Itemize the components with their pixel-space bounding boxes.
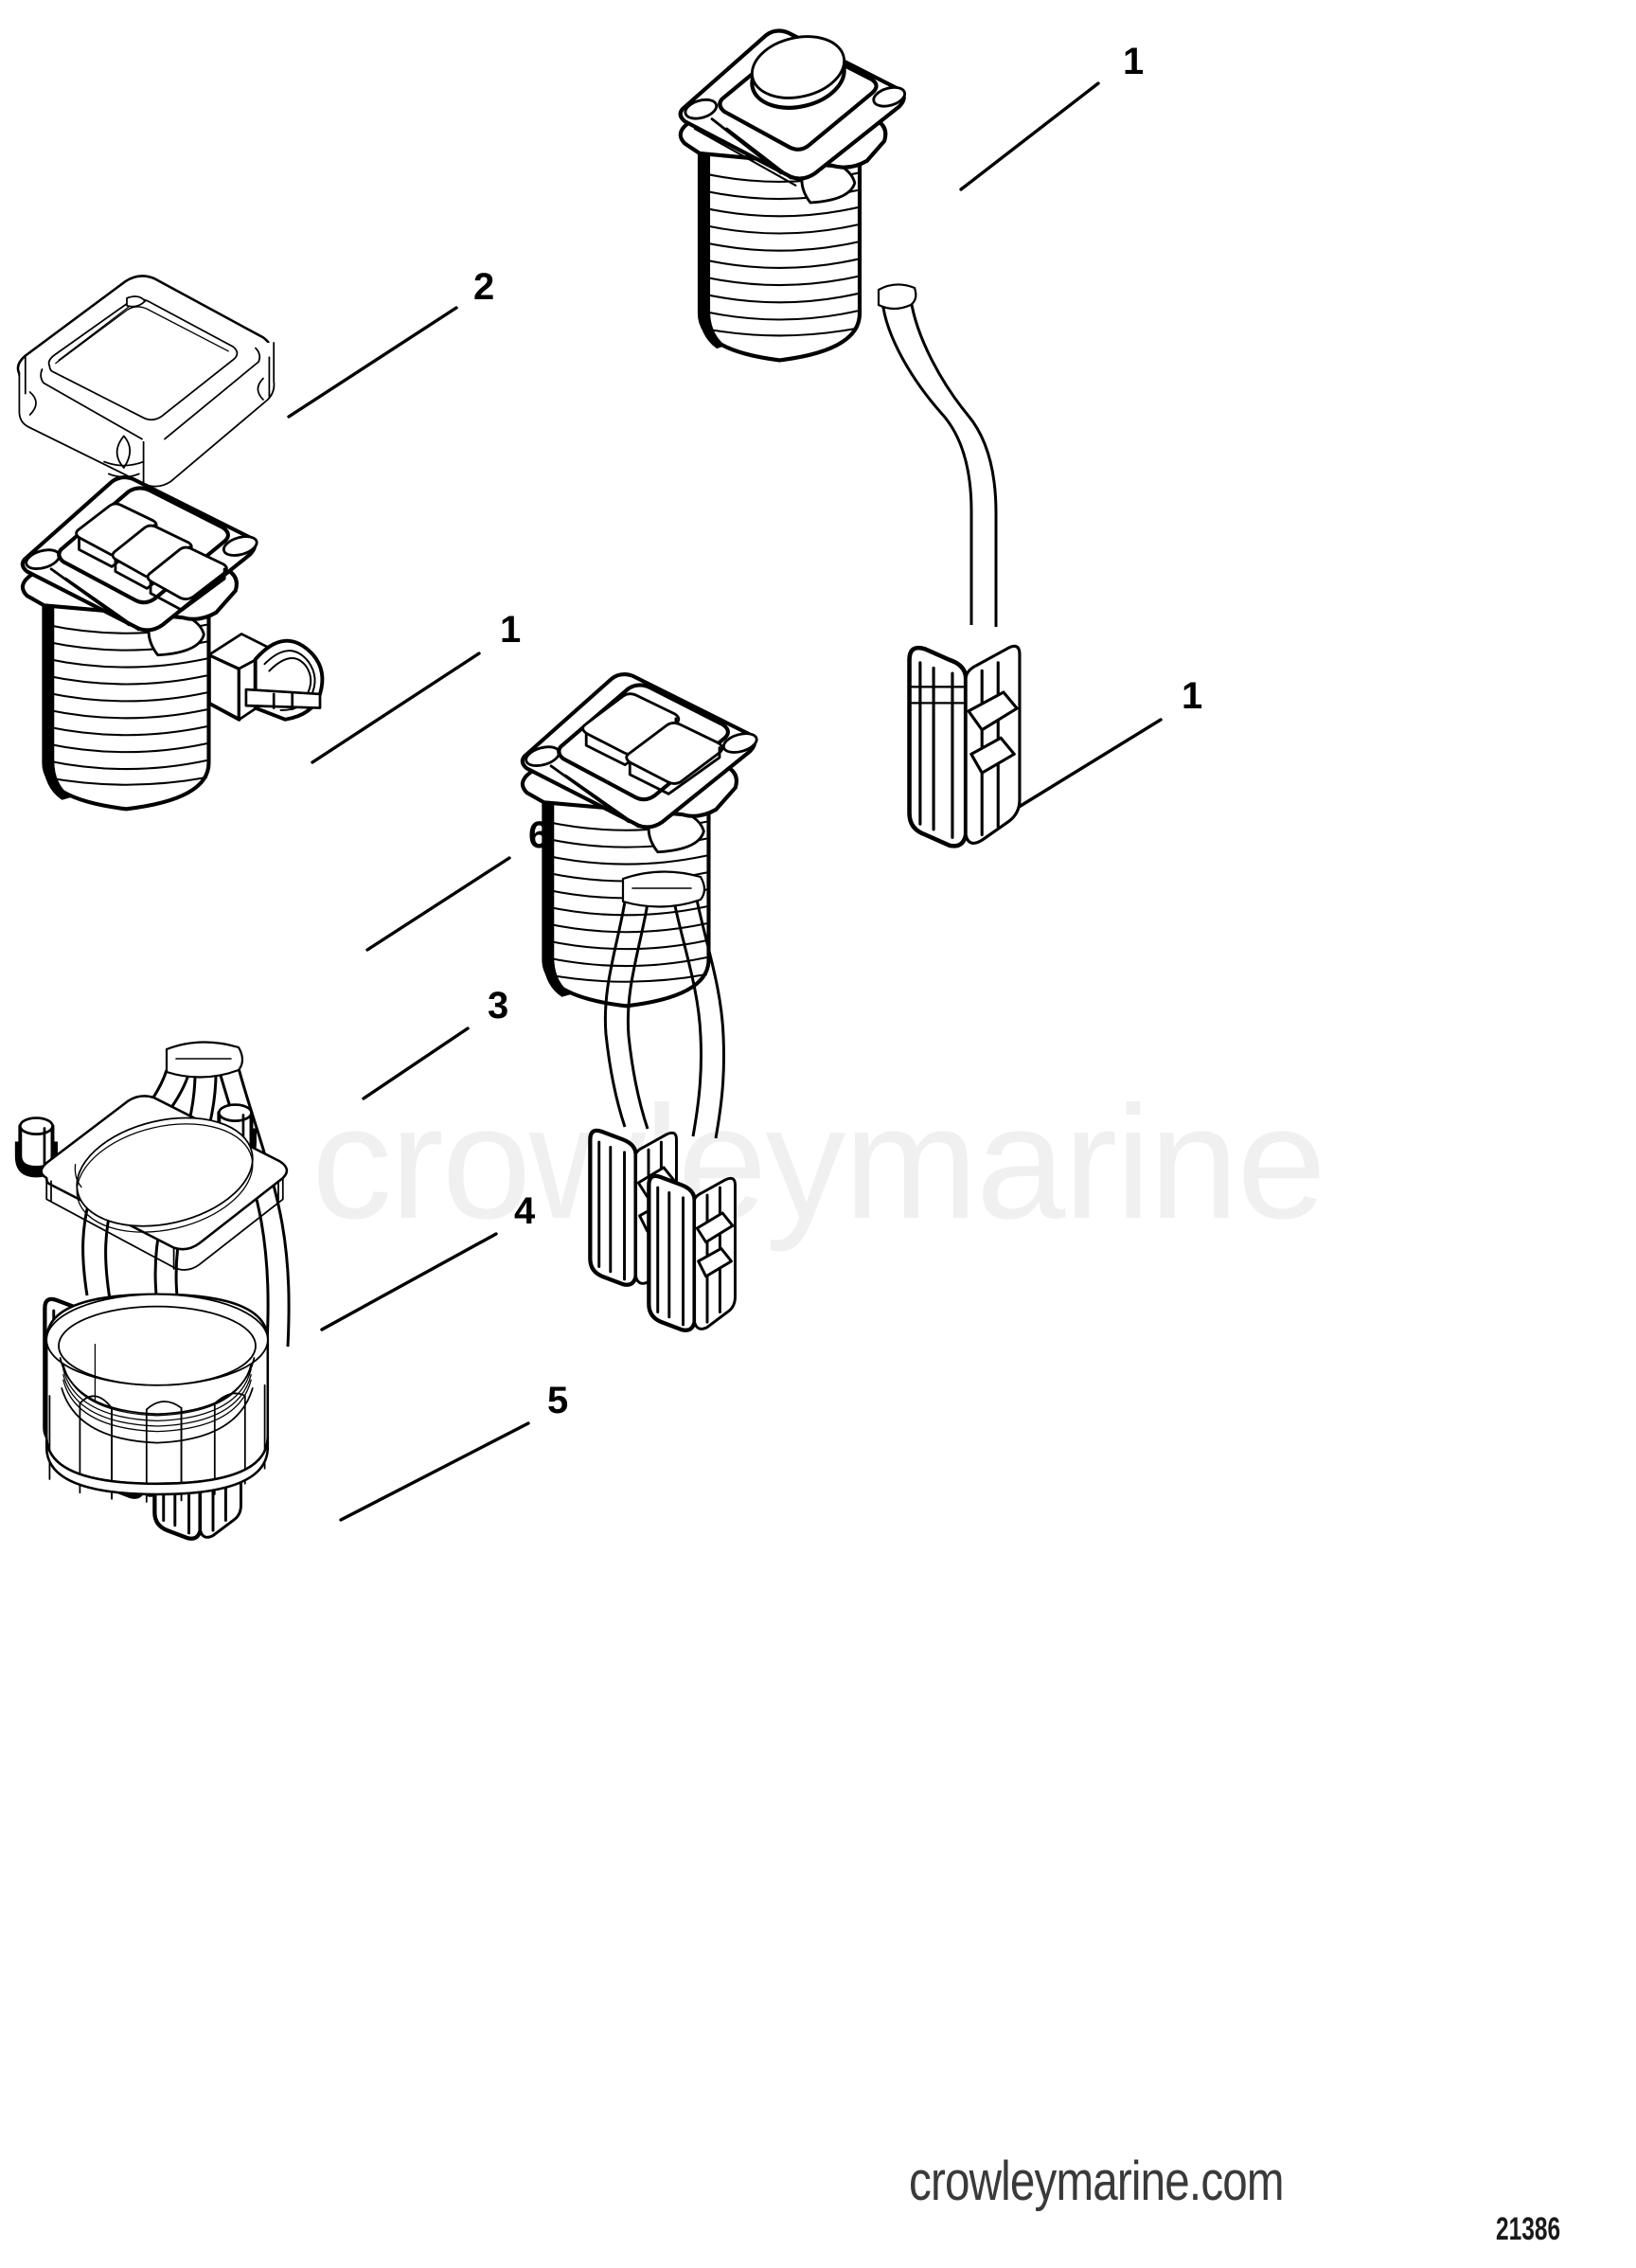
- callout-number-1-top: 1: [1123, 41, 1145, 82]
- footer-website-url: crowleymarine.com: [909, 2151, 1285, 2212]
- part-retaining-nut: [44, 1293, 270, 1504]
- callout-number-4-gasket: 4: [514, 1190, 536, 1232]
- connector-right-2: [649, 1176, 735, 1330]
- callout-number-1-three-btn: 1: [500, 609, 522, 651]
- part-two-button-switch: [523, 674, 759, 1006]
- callout-number-3-plug: 3: [488, 985, 509, 1027]
- callout-number-5-nut: 5: [547, 1380, 569, 1421]
- harness-top: [877, 283, 998, 627]
- callout-number-6-clip: 6: [528, 814, 550, 856]
- part-single-button-switch: [681, 27, 907, 360]
- drawing-number-label: 21386: [1496, 2211, 1561, 2247]
- harness-right: [603, 870, 726, 1139]
- part-three-button-switch: [23, 477, 259, 809]
- callout-number-1-two-btn: 1: [1182, 675, 1203, 717]
- part-rubber-boot: [16, 275, 276, 488]
- connector-top: [910, 646, 1020, 846]
- part-cable-clip: [206, 632, 325, 722]
- leader-lines: [287, 81, 1163, 1522]
- callout-number-2-boot: 2: [473, 266, 495, 308]
